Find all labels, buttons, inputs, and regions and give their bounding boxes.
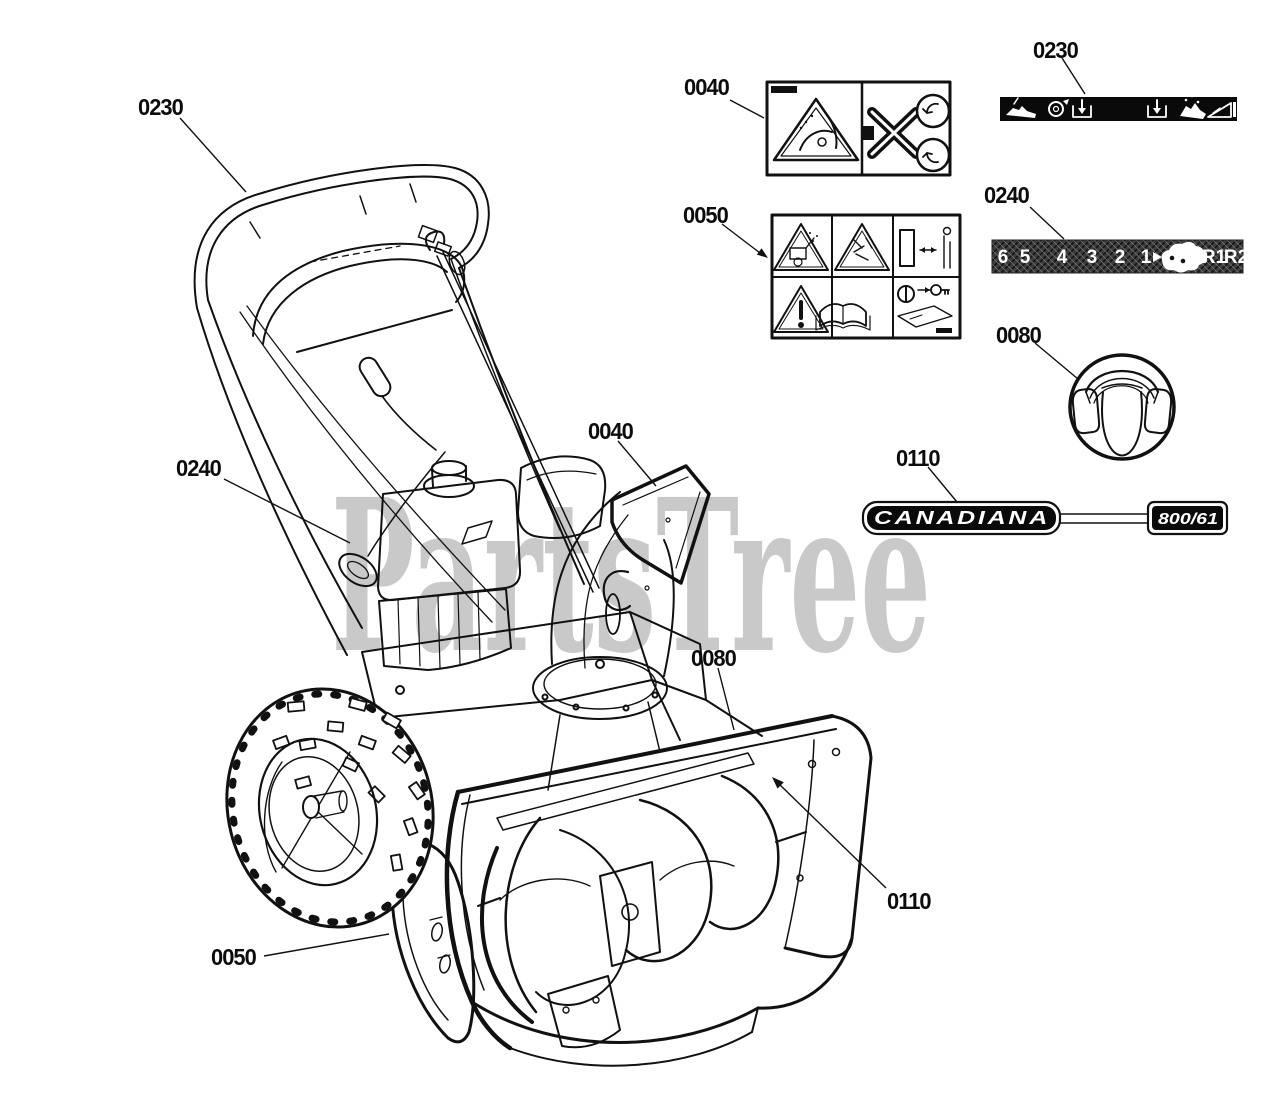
chute-deflector bbox=[610, 464, 711, 585]
leader-machine-0080 bbox=[717, 667, 735, 731]
callout-decal-0230[interactable]: 0230 bbox=[1033, 37, 1079, 63]
decal-danger-0040 bbox=[765, 80, 952, 177]
remove-key-read-manual-icon bbox=[897, 284, 953, 333]
read-manual-icon bbox=[815, 303, 871, 331]
leader-decal-0110 bbox=[927, 466, 958, 503]
leader-decal-0080 bbox=[1034, 342, 1079, 380]
leader-decal-0230 bbox=[1061, 57, 1086, 95]
decal-brand-0110: CANADIANA 800/61 bbox=[861, 500, 1229, 536]
gear-1: 1 bbox=[1141, 247, 1152, 268]
leader-machine-0240 bbox=[223, 478, 351, 544]
decal-hearing-protection-0080 bbox=[1068, 353, 1176, 461]
leader-machine-0040 bbox=[617, 440, 657, 487]
leader-machine-0050 bbox=[263, 933, 390, 957]
gear-3: 3 bbox=[1087, 247, 1098, 268]
callout-machine-0080[interactable]: 0080 bbox=[691, 645, 737, 671]
decal-part-number-smudge bbox=[936, 328, 952, 333]
discharge-chute-drawing bbox=[532, 464, 711, 791]
leader-decal-0240 bbox=[1029, 206, 1065, 240]
snowblower-icon bbox=[1006, 106, 1036, 118]
leader-lines bbox=[179, 57, 1086, 957]
rotate-chute-icon bbox=[1048, 99, 1069, 117]
auger-housing-drawing bbox=[390, 714, 873, 1067]
callout-decal-0110[interactable]: 0110 bbox=[896, 445, 941, 471]
leader-arrowhead-0110 bbox=[772, 777, 784, 789]
gear-r2: R2 bbox=[1224, 247, 1248, 268]
deflector-down-icon bbox=[1072, 99, 1092, 118]
decal-control-strip-0230 bbox=[1000, 94, 1237, 121]
decal-safety-grid-0050 bbox=[770, 213, 962, 340]
no-hands-impeller-icon bbox=[862, 93, 951, 173]
general-warning-icon bbox=[773, 285, 829, 333]
speed-lever-drawing bbox=[358, 356, 437, 451]
handlebar-drawing bbox=[193, 164, 585, 656]
callout-machine-0110[interactable]: 0110 bbox=[887, 888, 932, 914]
gear-2: 2 bbox=[1115, 247, 1126, 268]
leader-machine-0230 bbox=[179, 117, 247, 193]
callout-decal-0050[interactable]: 0050 bbox=[683, 202, 729, 228]
brand-name-text: CANADIANA bbox=[874, 508, 1050, 528]
thrown-snow-warning-icon bbox=[773, 223, 829, 271]
auger-spirals-drawing bbox=[477, 774, 807, 1024]
callout-decal-0040[interactable]: 0040 bbox=[684, 74, 730, 100]
callout-machine-0050[interactable]: 0050 bbox=[211, 944, 257, 970]
scraper-plate-drawing bbox=[547, 975, 621, 1049]
keep-distance-icon bbox=[899, 226, 952, 269]
crank-grip-drawing bbox=[338, 451, 446, 588]
deflector-down-icon-2 bbox=[1147, 99, 1167, 118]
wheel-drawing bbox=[225, 687, 435, 929]
chute-angle-icon bbox=[1207, 102, 1232, 118]
housing-brand-strip bbox=[496, 752, 755, 831]
callout-machine-0040[interactable]: 0040 bbox=[588, 418, 634, 444]
ear-muffs-icon bbox=[1071, 370, 1173, 457]
leader-decal-0050 bbox=[721, 223, 761, 254]
callout-decal-0080[interactable]: 0080 bbox=[996, 322, 1042, 348]
shift-blower-icon bbox=[1161, 241, 1205, 273]
leader-decal-0040 bbox=[729, 99, 765, 119]
danger-title-bar bbox=[771, 86, 797, 93]
warning-triangle-auger-icon bbox=[772, 97, 860, 162]
callout-decal-0240[interactable]: 0240 bbox=[984, 182, 1030, 208]
decal-shift-pattern-0240: 6 5 4 3 2 1 R1 R2 bbox=[991, 239, 1248, 274]
gear-r1: R1 bbox=[1202, 247, 1227, 268]
snowblower-line-art bbox=[193, 164, 873, 1067]
callout-machine-0230[interactable]: 0230 bbox=[138, 94, 184, 120]
shift-arrow-right bbox=[1153, 252, 1162, 262]
thrown-debris-icon bbox=[1180, 94, 1206, 119]
callout-machine-0240[interactable]: 0240 bbox=[176, 455, 222, 481]
gear-6: 6 bbox=[998, 247, 1009, 268]
leader-arrowhead-0050 bbox=[756, 248, 768, 258]
gear-5: 5 bbox=[1020, 247, 1031, 268]
leader-machine-0110 bbox=[777, 782, 887, 889]
thrown-object-warning-icon bbox=[834, 223, 890, 271]
gear-4: 4 bbox=[1057, 247, 1068, 268]
brand-model-text: 800/61 bbox=[1158, 511, 1218, 528]
